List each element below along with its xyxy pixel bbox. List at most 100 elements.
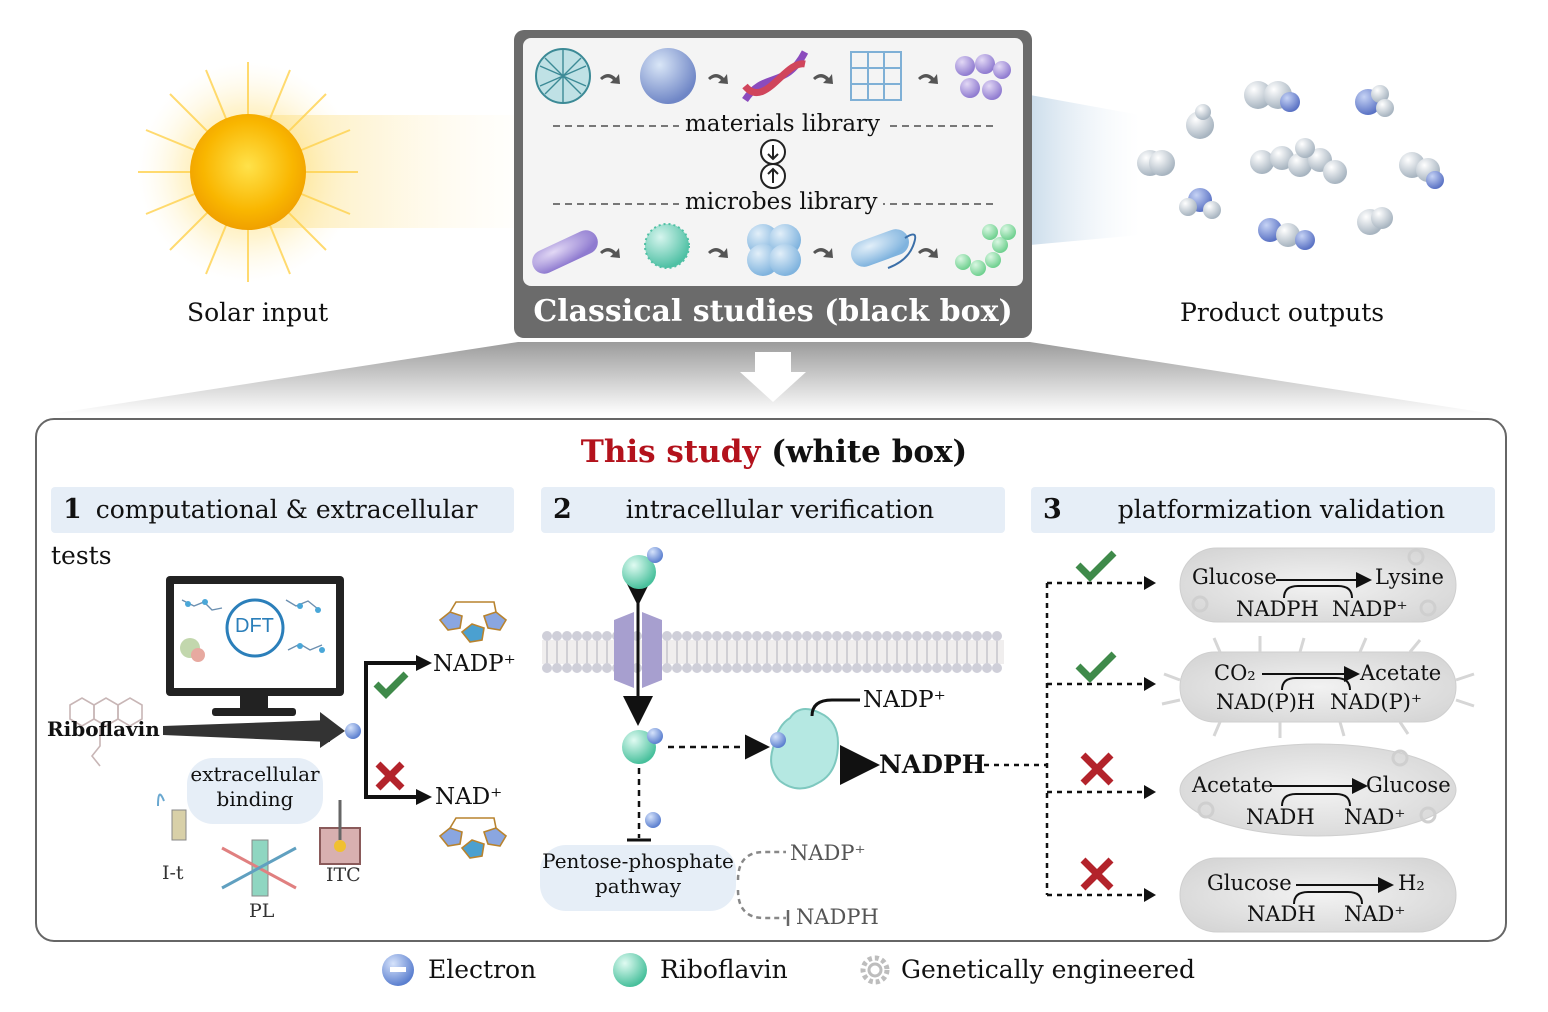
molecule-icon (1244, 81, 1300, 112)
electron-legend-icon (382, 954, 414, 986)
lipid-head (742, 663, 752, 673)
cell-body-hydrogen (1179, 857, 1457, 933)
riboflavin-legend-icon (613, 953, 647, 987)
lipid-head (892, 631, 902, 641)
spiky-bacterium-icon (644, 223, 690, 269)
enzyme-nadph-label: NADPH (879, 750, 986, 779)
instrument-it-label: I-t (162, 862, 184, 884)
lipid-head (702, 663, 712, 673)
product-label: Product outputs (1180, 298, 1385, 327)
lipid-head (882, 631, 892, 641)
binding-line-1: extracellular (190, 762, 320, 786)
lipid-head (962, 663, 972, 673)
chain-cells-icon (955, 224, 1016, 276)
electron-icon (647, 728, 663, 744)
pathway-nadph-line (736, 889, 786, 920)
lipid-head (562, 663, 572, 673)
crystal-lattice-icon (850, 51, 902, 101)
check-icon (1075, 651, 1117, 683)
gear-legend-icon (860, 955, 890, 985)
lipid-head (822, 631, 832, 641)
lipid-head (842, 663, 852, 673)
cell3-right: Glucose (1366, 773, 1451, 797)
lipid-head (632, 631, 642, 641)
lipid-head (832, 631, 842, 641)
riboflavin-icon (622, 555, 656, 589)
extracellular-binding-pill: extracellular binding (187, 758, 323, 824)
cell2-right: Acetate (1360, 661, 1442, 685)
lipid-head (652, 663, 662, 673)
top-graphics (45, 30, 1500, 415)
step-number: 1 (63, 494, 82, 525)
product-beam (1030, 95, 1140, 245)
nadp-label: NADP⁺ (433, 651, 516, 677)
microbes-row (532, 223, 1016, 276)
molecule-icon (1357, 207, 1393, 235)
cofactor-structure-icon (438, 817, 508, 859)
molecule-icon (1399, 152, 1444, 189)
lipid-head (732, 663, 742, 673)
lipid-head (702, 631, 712, 641)
lipid-head (582, 663, 592, 673)
lipid-head (642, 631, 652, 641)
cell4-left: Glucose (1207, 871, 1292, 895)
electron-icon (647, 547, 663, 563)
molecule-icon (1355, 85, 1394, 117)
lipid-head (762, 631, 772, 641)
cycle-arrows-icon (600, 248, 938, 258)
binding-line-2: binding (216, 787, 294, 811)
lipid-head (602, 631, 612, 641)
pathway-line-2: pathway (595, 874, 681, 898)
instrument-pl-label: PL (249, 900, 275, 922)
lipid-head (722, 631, 732, 641)
lipid-head (782, 663, 792, 673)
lipid-head (792, 663, 802, 673)
lipid-head (662, 631, 672, 641)
lipid-head (762, 663, 772, 673)
nad-label: NAD⁺ (435, 784, 503, 810)
lipid-head (582, 631, 592, 641)
lipid-head (652, 631, 662, 641)
cell2-cof-right: NAD(P)⁺ (1330, 690, 1422, 714)
lipid-head (982, 631, 992, 641)
lipid-head (592, 663, 602, 673)
materials-row (535, 48, 1011, 104)
dft-label: DFT (235, 615, 274, 637)
nanoparticles-icon (955, 54, 1011, 100)
molecule-icon (1137, 150, 1175, 176)
lipid-head (592, 631, 602, 641)
lipid-head (712, 663, 722, 673)
riboflavin-icon (622, 730, 656, 764)
step-number: 3 (1043, 494, 1062, 525)
lipid-head (552, 631, 562, 641)
lipid-head (642, 663, 652, 673)
lipid-head (872, 631, 882, 641)
lipid-head (682, 663, 692, 673)
cell1-cof-right: NADP⁺ (1332, 597, 1408, 621)
lipid-head (992, 631, 1002, 641)
lipid-head (872, 663, 882, 673)
cell3-left: Acetate (1192, 773, 1274, 797)
electron-icon (345, 723, 361, 739)
lipid-head (752, 663, 762, 673)
sun-icon (138, 62, 358, 282)
lipid-head (902, 663, 912, 673)
dna-helix-icon (742, 50, 809, 103)
materials-library-label: materials library (679, 111, 887, 137)
cross-icon (1080, 857, 1114, 891)
lipid-head (572, 663, 582, 673)
library-dividers (553, 125, 995, 205)
lipid-head (952, 631, 962, 641)
down-arrow-icon (740, 352, 806, 402)
step-number: 2 (553, 494, 572, 525)
lipid-head (672, 663, 682, 673)
lipid-head (542, 631, 552, 641)
transporter-icon (614, 612, 662, 688)
lipid-head (892, 663, 902, 673)
lipid-head (972, 631, 982, 641)
lipid-head (562, 631, 572, 641)
lipid-head (852, 663, 862, 673)
path-nadp-label: NADP⁺ (790, 841, 866, 865)
enzyme-icon (770, 708, 840, 790)
